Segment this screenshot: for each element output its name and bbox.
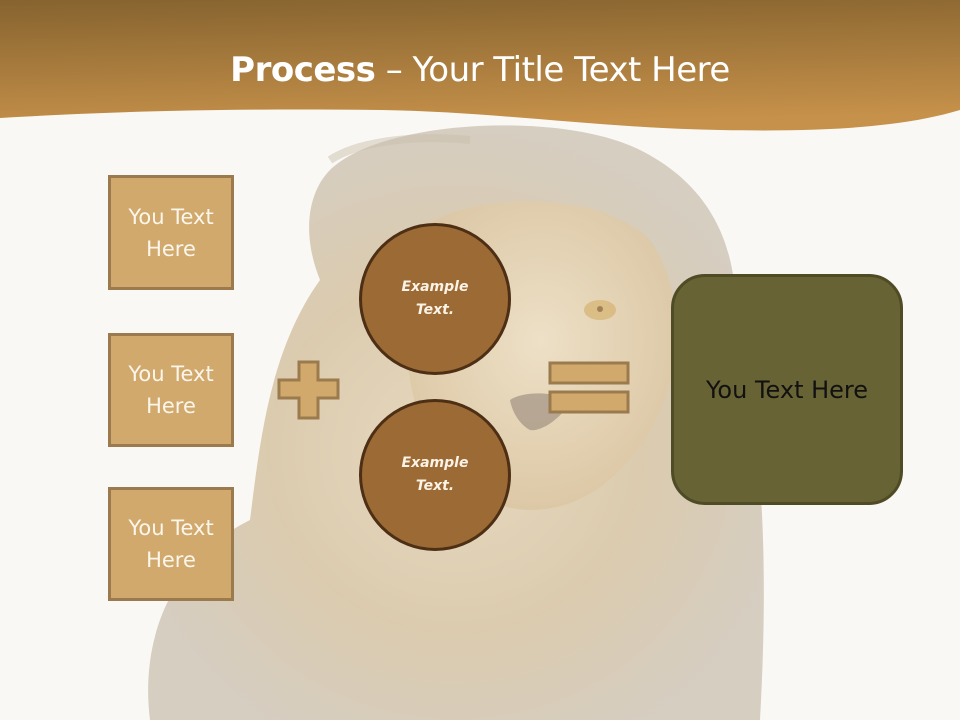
- circle-2-line-1: Example: [401, 455, 469, 471]
- result-box[interactable]: You Text Here: [671, 274, 903, 505]
- title-separator: –: [375, 50, 413, 90]
- text-box-1[interactable]: You Text Here: [108, 175, 234, 290]
- equals-icon: [548, 361, 630, 414]
- header-banner: [0, 0, 960, 131]
- example-circle-2[interactable]: Example Text.: [359, 399, 511, 551]
- example-circle-1-label: Example Text.: [402, 276, 469, 322]
- example-circle-1[interactable]: Example Text.: [359, 223, 511, 375]
- circle-1-line-2: Text.: [415, 302, 455, 318]
- circle-2-line-2: Text.: [415, 478, 455, 494]
- example-circle-2-label: Example Text.: [402, 452, 469, 498]
- title-rest: Your Title Text Here: [412, 50, 731, 90]
- text-box-2[interactable]: You Text Here: [108, 333, 234, 447]
- result-box-label: You Text Here: [705, 375, 869, 404]
- text-box-3[interactable]: You Text Here: [108, 487, 234, 601]
- page-title: Process – Your Title Text Here: [0, 50, 960, 90]
- title-bold: Process: [230, 50, 376, 90]
- text-box-3-label: You Text Here: [128, 516, 214, 572]
- plus-icon: [277, 360, 340, 420]
- text-box-2-label: You Text Here: [128, 362, 214, 418]
- circle-1-line-1: Example: [401, 279, 469, 295]
- text-box-1-label: You Text Here: [128, 204, 214, 261]
